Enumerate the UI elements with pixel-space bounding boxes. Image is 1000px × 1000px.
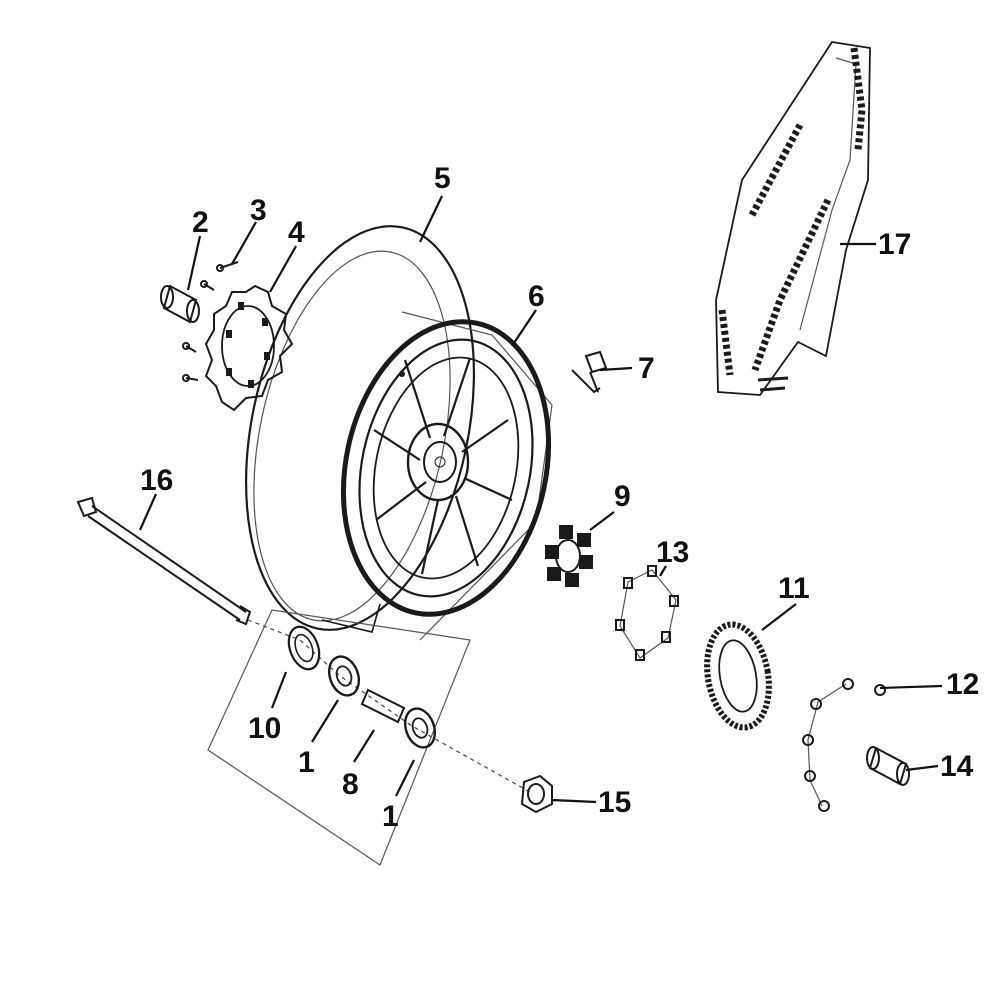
disc-bolts-part bbox=[182, 261, 239, 382]
axle-nut-part bbox=[520, 774, 553, 814]
callout-17: 17 bbox=[878, 228, 911, 261]
leader-lines bbox=[138, 195, 943, 804]
valve-part bbox=[571, 350, 608, 394]
callout-4: 4 bbox=[288, 216, 305, 249]
callout-13: 13 bbox=[656, 536, 689, 569]
damper-rubber-part bbox=[545, 525, 593, 587]
bearing-1a bbox=[327, 655, 361, 697]
callout-labels: 2 3 4 5 6 7 9 13 11 12 14 15 16 17 10 1 … bbox=[140, 162, 979, 833]
oil-seal-10 bbox=[287, 625, 321, 671]
rear-sprocket-part bbox=[704, 621, 772, 731]
wheel-rim-part bbox=[340, 311, 553, 641]
callout-2: 2 bbox=[192, 206, 209, 239]
bearing-kit-part bbox=[207, 609, 531, 866]
callout-5: 5 bbox=[434, 162, 451, 195]
callout-7: 7 bbox=[638, 352, 655, 385]
left-spacer-part bbox=[160, 284, 200, 324]
callout-10: 10 bbox=[248, 712, 281, 745]
callout-1-left: 1 bbox=[298, 746, 315, 779]
callout-1-right: 1 bbox=[382, 800, 399, 833]
callout-9: 9 bbox=[614, 480, 631, 513]
tire-part bbox=[244, 225, 476, 633]
drive-chain-part bbox=[715, 41, 871, 396]
bearing-1b bbox=[403, 707, 437, 749]
callout-8: 8 bbox=[342, 768, 359, 801]
callout-6: 6 bbox=[528, 280, 545, 313]
callout-16: 16 bbox=[140, 464, 173, 497]
axle-part bbox=[76, 496, 252, 626]
sprocket-nuts-part bbox=[802, 678, 886, 812]
sprocket-studs-part bbox=[615, 565, 679, 661]
collar-8 bbox=[360, 688, 406, 724]
right-collar-part bbox=[866, 746, 910, 786]
callout-12: 12 bbox=[946, 668, 979, 701]
callout-14: 14 bbox=[940, 750, 974, 783]
callout-11: 11 bbox=[778, 572, 810, 605]
callout-3: 3 bbox=[250, 194, 267, 227]
callout-15: 15 bbox=[598, 786, 631, 819]
brake-disc-part bbox=[204, 284, 294, 412]
